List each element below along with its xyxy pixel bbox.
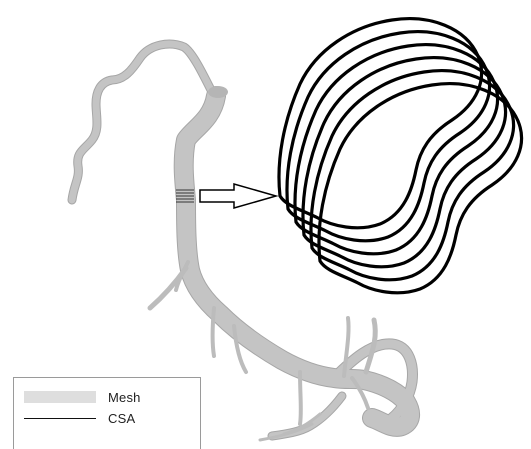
zoom-arrow-icon — [200, 184, 276, 208]
csa-swatch — [24, 418, 96, 419]
legend-item-mesh: Mesh — [24, 389, 141, 405]
mesh-swatch — [24, 391, 96, 403]
csa-contours — [279, 19, 522, 293]
side-branch-3 — [213, 308, 215, 356]
legend-item-csa: CSA — [24, 410, 135, 426]
legend-label-mesh: Mesh — [108, 390, 141, 405]
legend-label-csa: CSA — [108, 411, 135, 426]
trunk-cap — [208, 86, 228, 98]
side-branch-5 — [300, 372, 301, 424]
legend: Mesh CSA — [13, 377, 201, 449]
